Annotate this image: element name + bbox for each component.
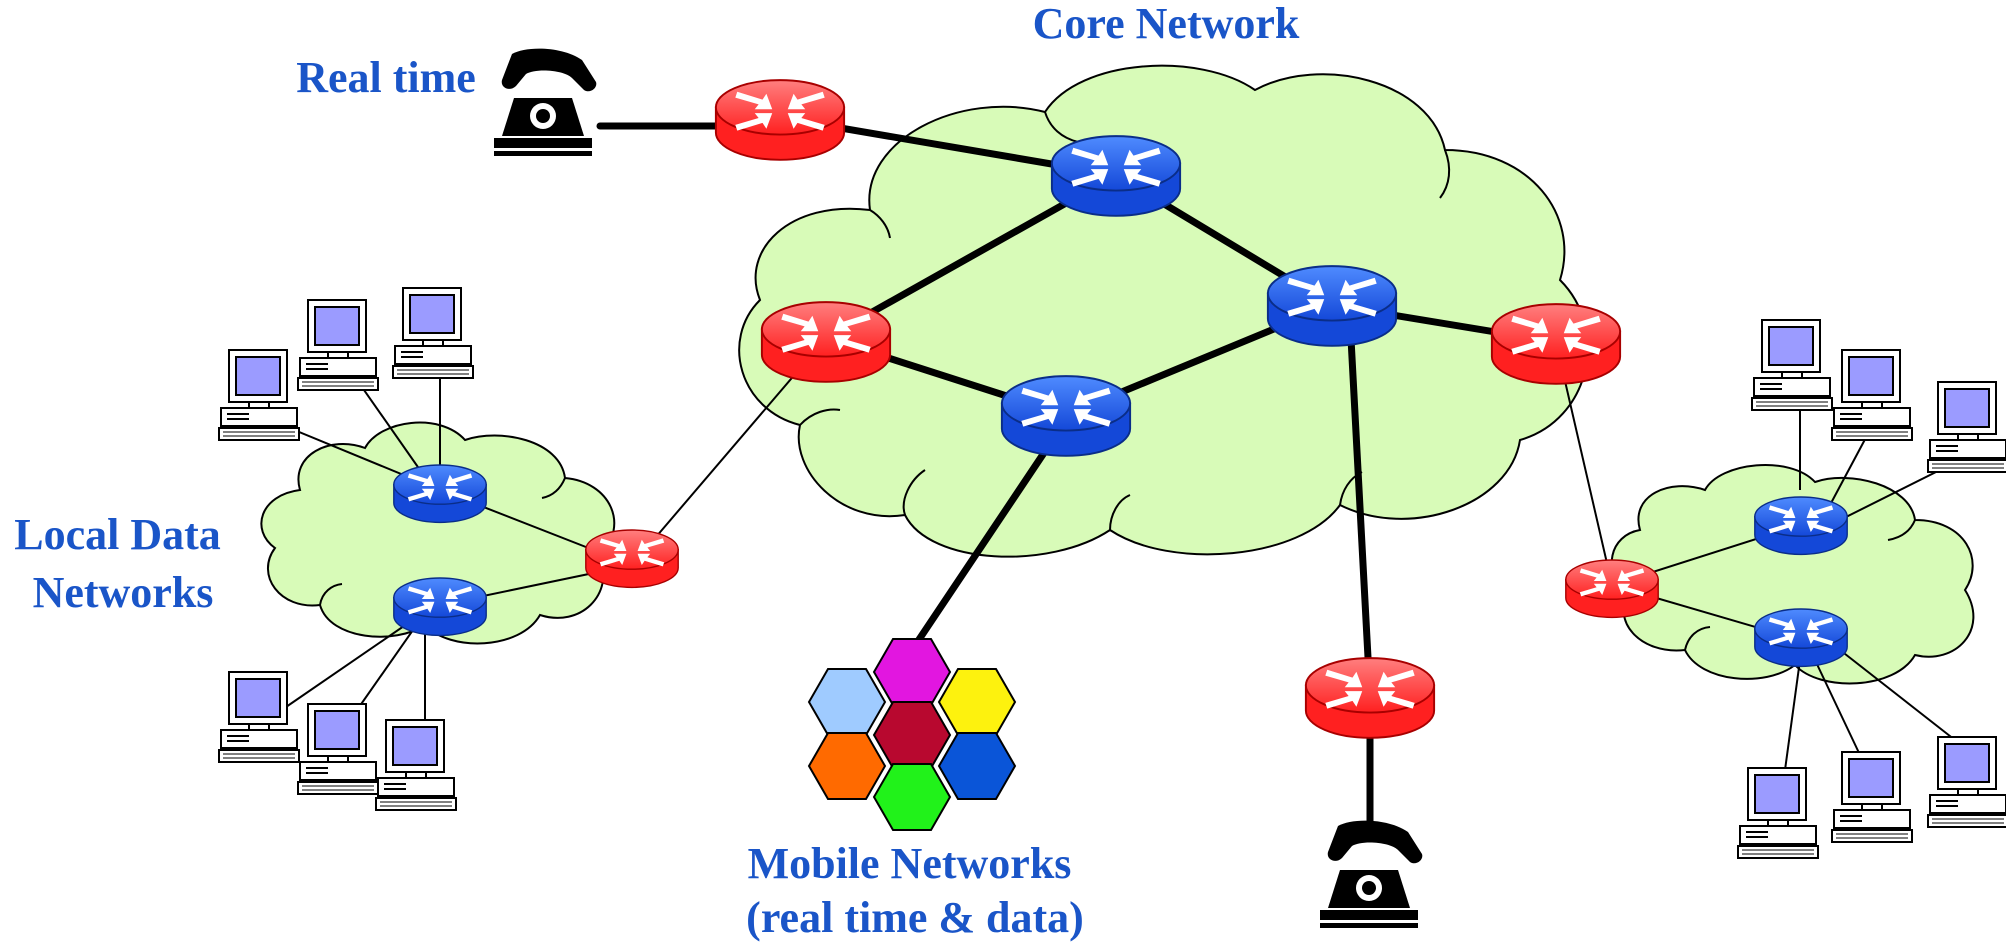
router-edge-icon: [760, 301, 892, 383]
computer-icon: [1737, 767, 1819, 859]
computer-icon: [297, 703, 379, 795]
router-edge-icon: [1490, 303, 1622, 385]
hexagon-cell-icon: [937, 732, 1017, 800]
computer-icon: [392, 287, 474, 379]
computer-icon: [1927, 736, 2006, 828]
router-core-icon: [393, 577, 487, 637]
computer-icon: [375, 719, 457, 811]
router-core-icon: [393, 464, 487, 524]
link-core-right-to-edge-bottom: [1346, 316, 1374, 699]
link-pc4: [269, 614, 421, 719]
local-label-line2: Networks: [33, 568, 214, 617]
computer-icon: [218, 671, 300, 763]
hexagon-cell-icon: [807, 668, 887, 736]
router-edge-icon: [585, 529, 679, 589]
hexagon-cell-icon: [937, 668, 1017, 736]
real-time-label: Real time: [296, 53, 476, 102]
local-network-cloud-right: [1611, 464, 1975, 685]
local-label-line1: Local Data: [14, 510, 221, 559]
router-core-icon: [1000, 375, 1132, 457]
computer-icon: [297, 299, 379, 391]
router-edge-icon: [1304, 657, 1436, 739]
telephone-icon: [494, 48, 597, 156]
router-edge-icon: [714, 79, 846, 161]
link-pc12: [1839, 649, 1956, 741]
link-pc11: [1814, 659, 1861, 756]
computer-icon: [218, 349, 300, 441]
computer-icon: [1751, 319, 1833, 411]
mobile-label-line2: (real time & data): [746, 893, 1084, 942]
mobile-label-line1: Mobile Networks: [748, 839, 1072, 888]
router-core-icon: [1050, 135, 1182, 217]
local-data-networks-label: Local Data Networks: [14, 510, 232, 617]
computer-icon: [1831, 751, 1913, 843]
core-network-label: Core Network: [1033, 0, 1300, 48]
hexagon-cell-icon: [807, 732, 887, 800]
router-core-icon: [1754, 496, 1848, 556]
mobile-network-cells: [807, 638, 1017, 831]
router-core-icon: [1754, 608, 1848, 668]
hexagon-cell-icon: [872, 701, 952, 769]
hexagon-cell-icon: [872, 638, 952, 706]
computer-icon: [1831, 349, 1913, 441]
link-core-mid-to-mobile: [908, 416, 1070, 654]
router-core-icon: [1266, 265, 1398, 347]
computer-icon: [1927, 381, 2006, 473]
hexagon-cell-icon: [872, 763, 952, 831]
telephone-icon: [1320, 820, 1423, 928]
mobile-networks-label: Mobile Networks (real time & data): [746, 839, 1084, 942]
core-network-cloud: [738, 64, 1589, 558]
router-edge-icon: [1565, 559, 1659, 619]
link-pc10: [1784, 659, 1801, 771]
link-pc8: [1829, 429, 1871, 506]
